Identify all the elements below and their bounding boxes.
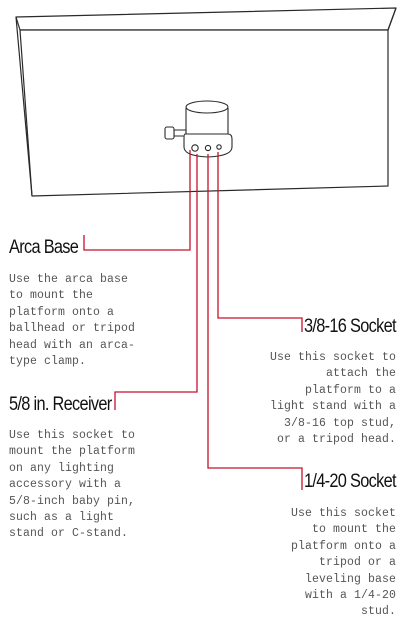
receiver-leader (114, 154, 198, 410)
socket-1-4-title: 1/4-20 Socket (304, 471, 397, 492)
arca-base-leader (83, 150, 191, 251)
leader-lines (83, 150, 303, 490)
knob (164, 126, 175, 140)
receiver-description: Use this socket to mount the platform on… (9, 429, 136, 541)
socket-3-8-leader (217, 152, 303, 332)
arca-base-title: Arca Base (9, 237, 79, 258)
mount-assembly (164, 100, 233, 158)
panel-top-face (15, 7, 397, 31)
socket-3-8-hole (204, 144, 212, 152)
socket-1-4-description: Use this socket to mount the platform on… (290, 507, 396, 619)
socket-1-4-leader (207, 154, 303, 490)
socket-3-8-title: 3/8-16 Socket (304, 316, 397, 337)
mount-cylinder-top (185, 100, 229, 114)
socket-1-4-hole (216, 144, 222, 150)
panel-right-edge (387, 7, 397, 31)
panel-left-edge (15, 16, 33, 197)
arca-base-description: Use the arca base to mount the platform … (9, 273, 136, 369)
receiver-hole (191, 144, 199, 152)
socket-3-8-description: Use this socket to attach the platform t… (269, 351, 396, 447)
receiver-title: 5/8 in. Receiver (9, 394, 112, 415)
